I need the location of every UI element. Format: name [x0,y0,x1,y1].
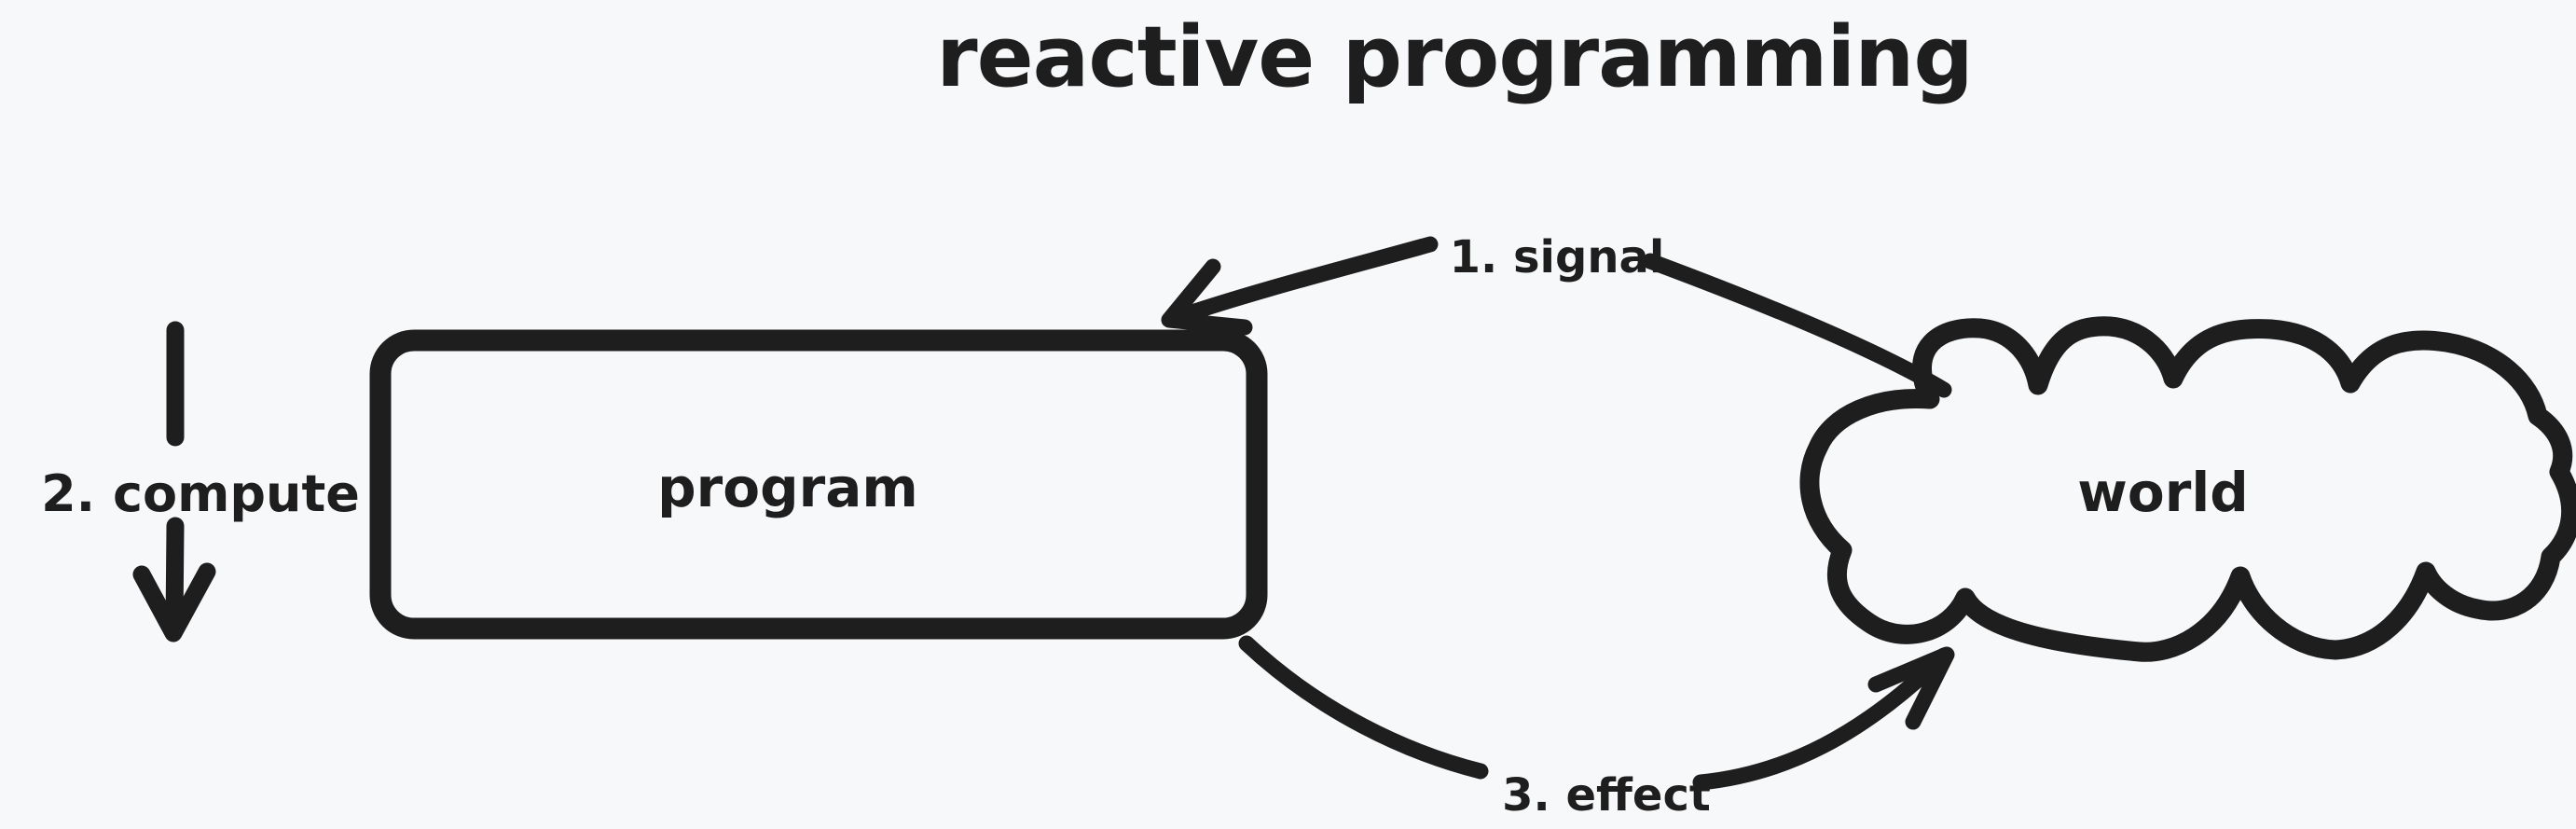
signal-arrow: 1. signal [1161,231,1952,398]
signal-arrowhead [1161,258,1253,336]
compute-arrow: 2. compute [41,321,360,642]
effect-arrow: 3. effect [1238,635,1955,822]
effect-arrow-line-right [1692,647,1952,791]
program-node-shape [369,329,1268,640]
world-node: world [1799,316,2576,662]
effect-arrow-line-left [1238,635,1489,780]
program-node-label: program [657,456,918,519]
effect-arrow-label: 3. effect [1502,769,1711,822]
compute-arrowhead [132,562,216,642]
signal-arrow-line-right [1642,253,1952,398]
world-cloud-shape [1799,316,2576,662]
program-node: program [369,329,1268,640]
signal-arrow-label: 1. signal [1450,231,1665,283]
world-node-label: world [2077,461,2248,524]
signal-arrow-line-left [1164,236,1439,327]
compute-arrow-line-bottom [165,517,185,634]
diagram-title: reactive programming [936,8,1973,106]
effect-arrowhead [1867,646,1955,730]
compute-arrow-label: 2. compute [41,464,360,523]
